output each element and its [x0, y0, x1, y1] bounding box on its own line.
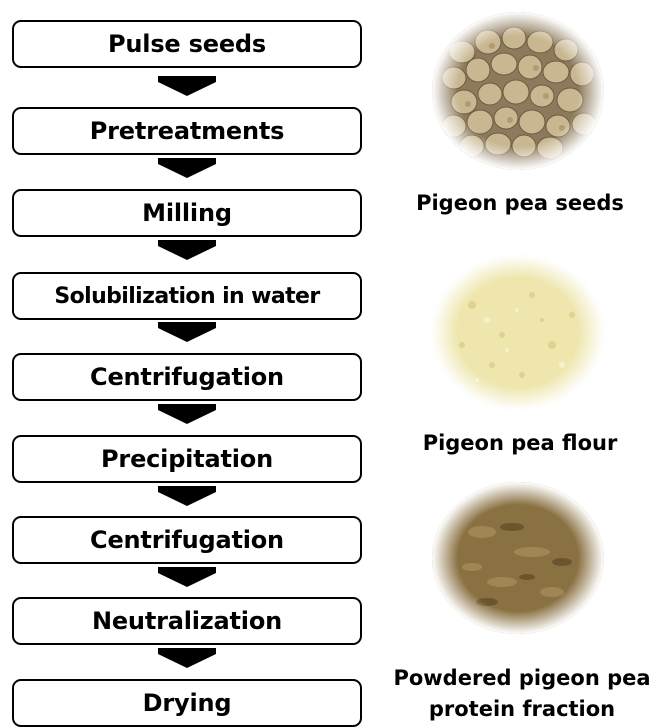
- down-arrow-icon: [158, 240, 216, 260]
- step-solubilization: Solubilization in water: [12, 272, 362, 320]
- down-arrow-icon: [158, 76, 216, 96]
- step-drying: Drying: [12, 679, 362, 727]
- photo-caption: Pigeon pea seeds: [400, 188, 640, 219]
- step-label: Pretreatments: [90, 117, 285, 145]
- step-label: Precipitation: [101, 445, 273, 473]
- pigeon-pea-seeds-photo: [432, 12, 604, 170]
- caption-line: Powdered pigeon pea: [388, 663, 656, 694]
- step-centrifugation-1: Centrifugation: [12, 353, 362, 401]
- step-label: Centrifugation: [90, 363, 284, 391]
- step-pretreatments: Pretreatments: [12, 107, 362, 155]
- down-arrow-icon: [158, 486, 216, 506]
- step-precipitation: Precipitation: [12, 435, 362, 483]
- down-arrow-icon: [158, 567, 216, 587]
- step-label: Centrifugation: [90, 526, 284, 554]
- photo-caption: Pigeon pea flour: [400, 428, 640, 459]
- step-label: Drying: [143, 689, 232, 717]
- photo-caption-multiline: Powdered pigeon pea protein fraction: [388, 663, 656, 725]
- protein-powder-photo: [432, 482, 604, 634]
- step-label: Milling: [142, 199, 232, 227]
- pigeon-pea-flour-photo: [432, 255, 604, 410]
- down-arrow-icon: [158, 158, 216, 178]
- step-label: Solubilization in water: [54, 284, 319, 309]
- down-arrow-icon: [158, 648, 216, 668]
- step-neutralization: Neutralization: [12, 597, 362, 645]
- step-centrifugation-2: Centrifugation: [12, 516, 362, 564]
- down-arrow-icon: [158, 404, 216, 424]
- step-label: Neutralization: [92, 607, 282, 635]
- down-arrow-icon: [158, 322, 216, 342]
- step-label: Pulse seeds: [108, 30, 266, 58]
- caption-line: protein fraction: [388, 694, 656, 725]
- step-pulse-seeds: Pulse seeds: [12, 20, 362, 68]
- step-milling: Milling: [12, 189, 362, 237]
